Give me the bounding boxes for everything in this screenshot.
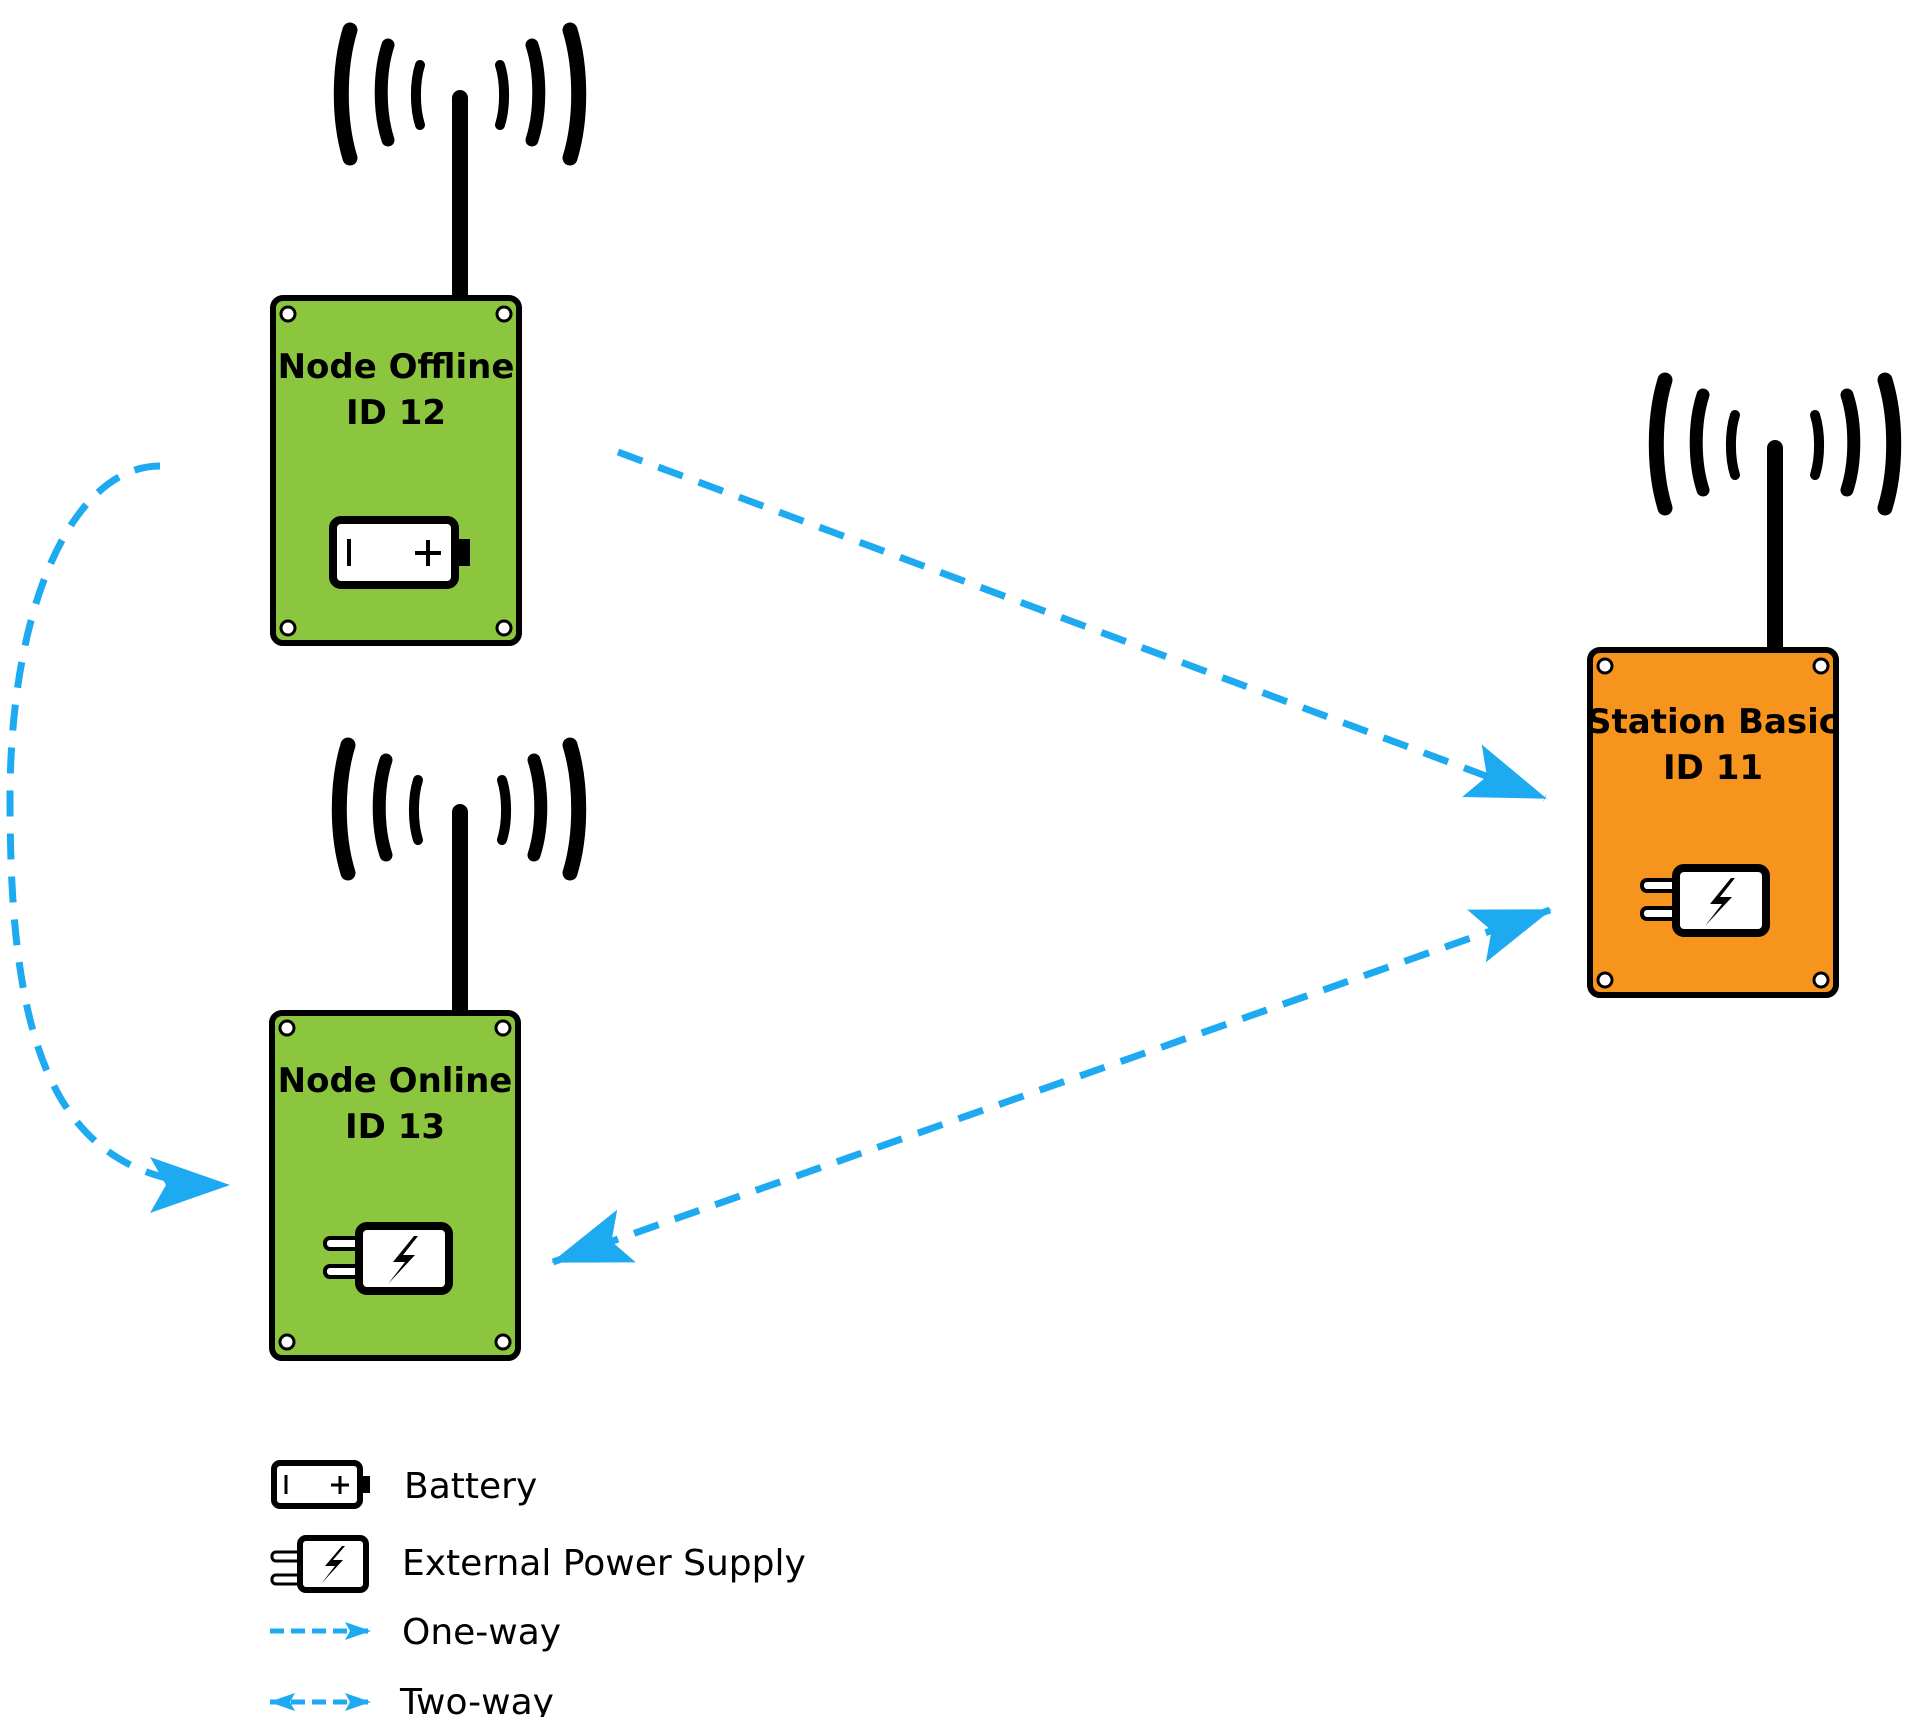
plug-icon xyxy=(323,1222,453,1295)
device-station-basic: Station Basic ID 11 xyxy=(1587,372,1902,998)
antenna-icon xyxy=(331,737,587,1023)
screw-holes xyxy=(279,305,513,637)
battery-icon xyxy=(329,516,470,589)
antenna-icon xyxy=(333,22,587,308)
legend-item-one-way: One-way xyxy=(270,1612,561,1653)
device-name: Station Basic xyxy=(1587,702,1839,742)
device-name: Node Online xyxy=(278,1061,513,1101)
plug-icon xyxy=(1640,864,1770,937)
device-name: Node Offline xyxy=(278,347,515,387)
link-node-offline-to-station xyxy=(616,448,1547,802)
device-id: ID 12 xyxy=(346,393,446,433)
battery-icon xyxy=(271,1460,370,1509)
device-id: ID 13 xyxy=(345,1107,445,1147)
legend-label: Two-way xyxy=(399,1682,554,1717)
device-node-online: Node Online ID 13 xyxy=(269,737,587,1361)
legend-label: External Power Supply xyxy=(402,1543,806,1584)
legend-item-battery: Battery xyxy=(271,1460,537,1509)
screw-holes xyxy=(1596,657,1830,989)
plug-icon xyxy=(270,1535,369,1593)
link-node-online-station-two-way xyxy=(551,906,1552,1266)
link-node-offline-to-node-online xyxy=(6,462,230,1213)
device-node-offline: Node Offline ID 12 xyxy=(270,22,587,646)
legend-item-two-way: Two-way xyxy=(269,1682,554,1717)
device-id: ID 11 xyxy=(1663,748,1763,788)
legend: Battery External Power Supply One-way Tw… xyxy=(269,1460,806,1717)
screw-holes xyxy=(278,1019,512,1351)
antenna-icon xyxy=(1648,372,1902,660)
legend-label: Battery xyxy=(404,1466,537,1507)
legend-label: One-way xyxy=(402,1612,561,1653)
legend-item-external-power: External Power Supply xyxy=(270,1535,806,1593)
